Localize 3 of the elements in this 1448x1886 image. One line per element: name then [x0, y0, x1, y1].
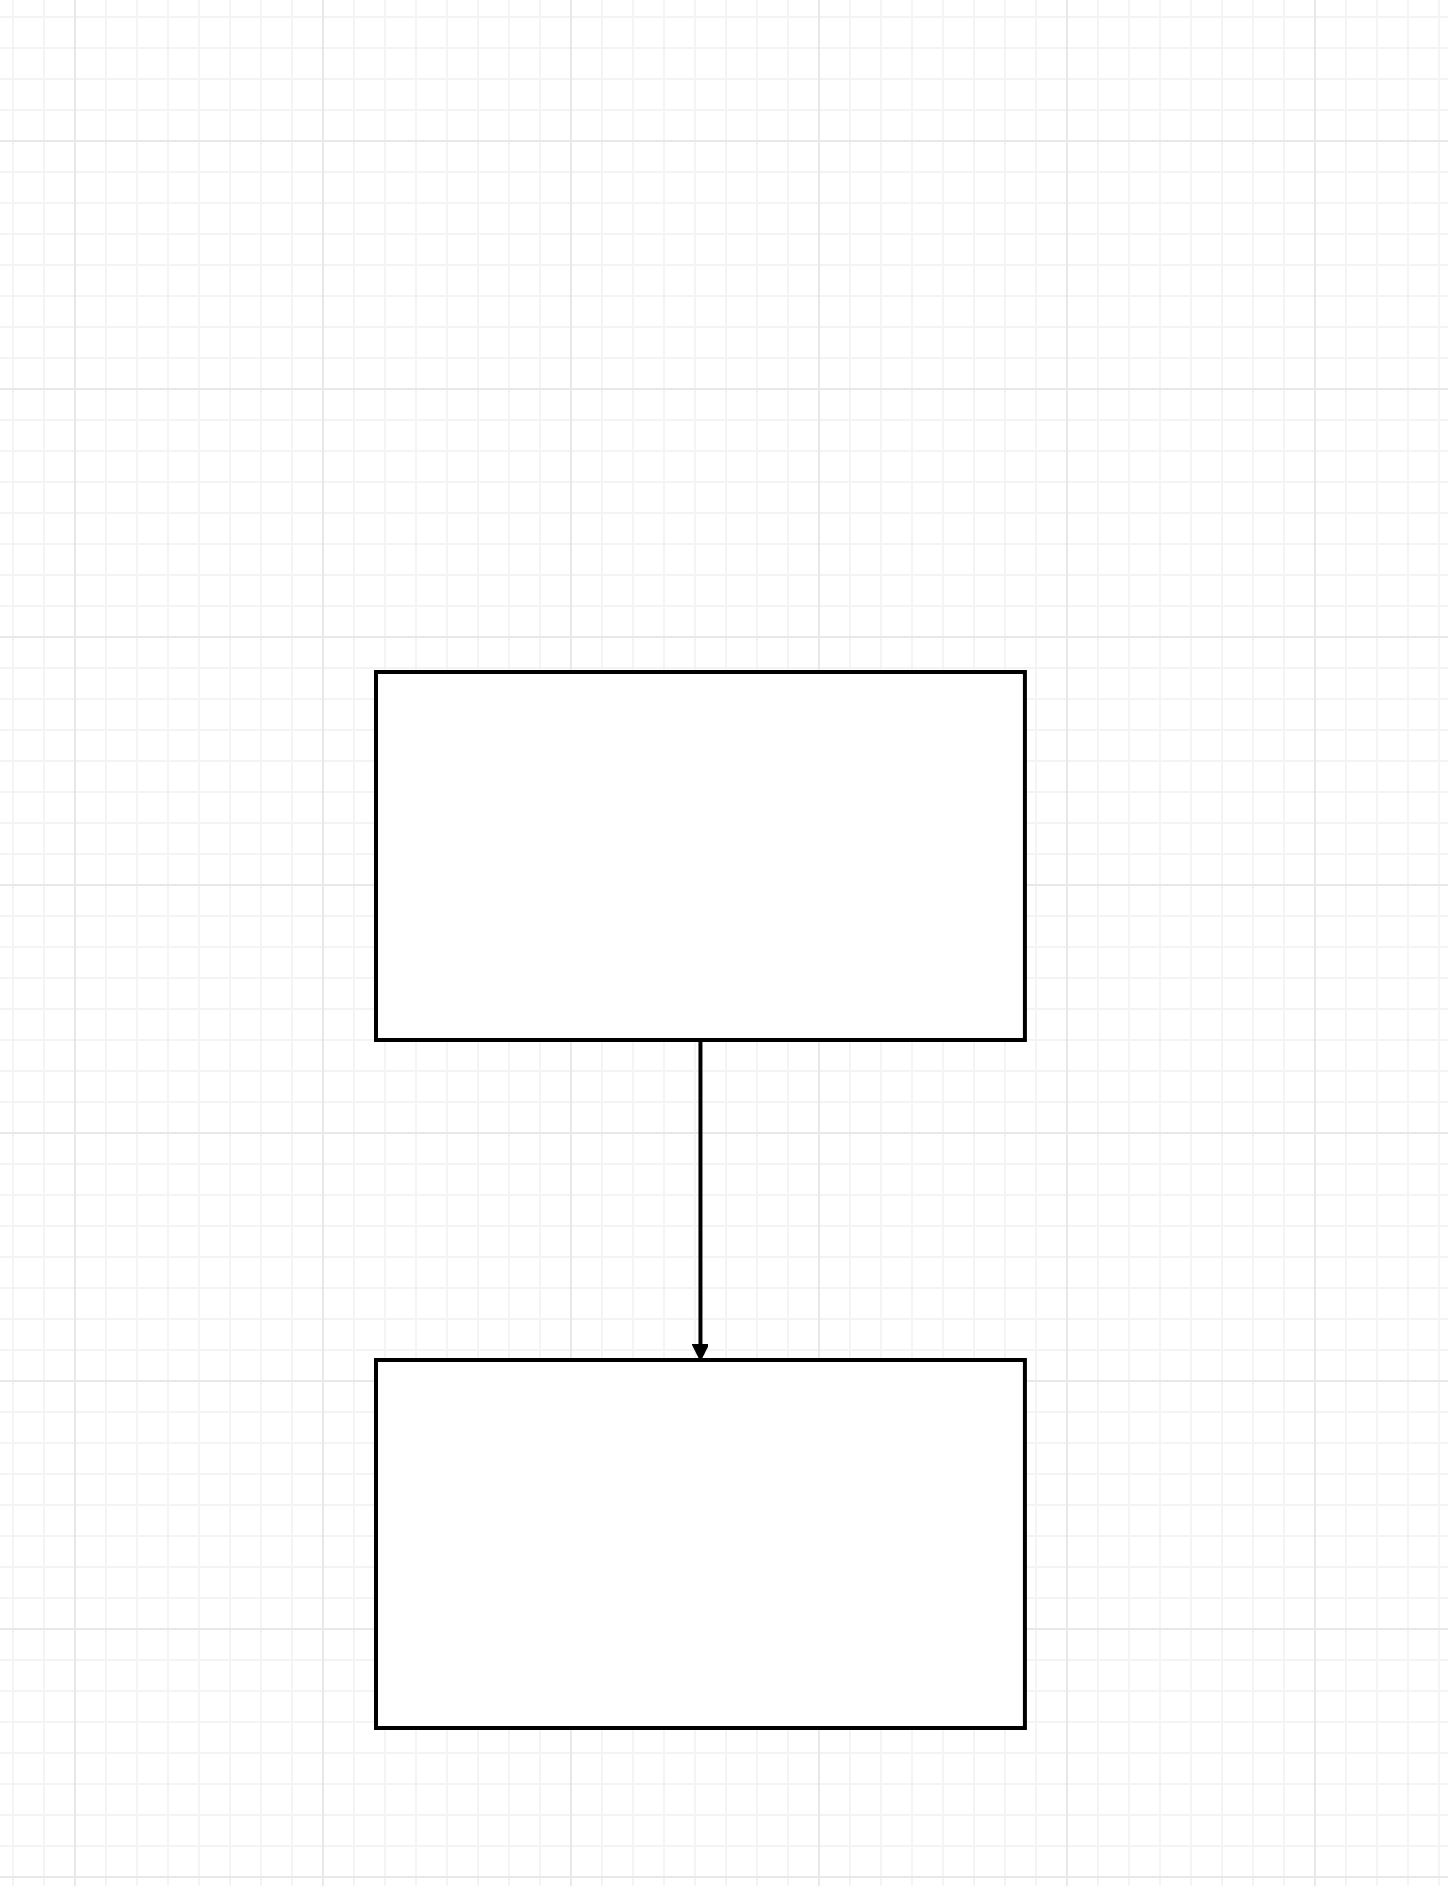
process-box [373, 1358, 1027, 1730]
arrow [691, 1040, 709, 1361]
process-box [373, 670, 1027, 1042]
